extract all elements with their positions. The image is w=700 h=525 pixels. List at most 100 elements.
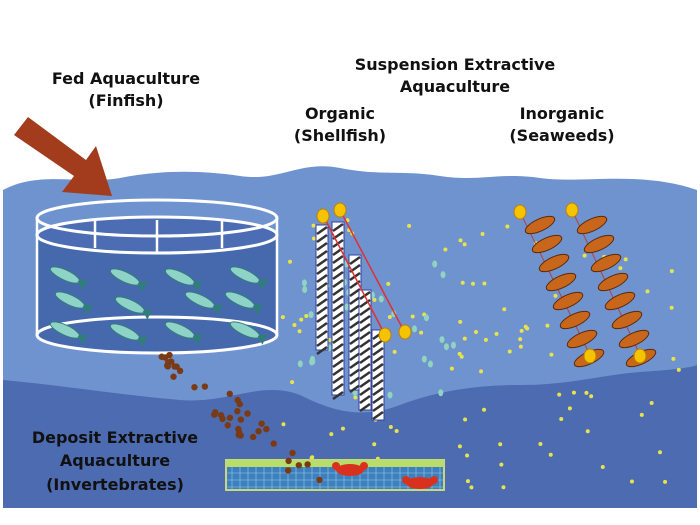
mussel-icon bbox=[316, 241, 328, 252]
organic-particle bbox=[432, 260, 438, 268]
organic-particle bbox=[427, 360, 433, 368]
organic-particle bbox=[302, 285, 308, 293]
seaweed-icon bbox=[552, 291, 584, 311]
nutrient-dot bbox=[669, 269, 674, 274]
mussel-icon bbox=[332, 326, 344, 337]
mussel-icon bbox=[316, 313, 328, 324]
salmon-icon bbox=[184, 291, 223, 315]
mussel-icon bbox=[316, 329, 328, 340]
suspension-aquaculture-label: Aquaculture bbox=[400, 77, 510, 96]
mussel-icon bbox=[359, 394, 371, 405]
mussel-icon bbox=[316, 345, 328, 356]
feces-dot bbox=[234, 408, 241, 415]
nutrient-dot bbox=[538, 441, 543, 446]
feed-arrow bbox=[14, 117, 112, 196]
nutrient-dot bbox=[292, 323, 297, 328]
fed-aquaculture-label: Fed Aquaculture bbox=[52, 69, 200, 88]
nutrient-dot bbox=[410, 314, 415, 319]
nutrient-dot bbox=[387, 315, 392, 320]
mussel-icon bbox=[316, 337, 328, 348]
nutrient-dot bbox=[584, 390, 589, 395]
salmon-icon bbox=[229, 266, 268, 290]
mussel-icon bbox=[349, 343, 361, 354]
mussel-icon bbox=[332, 390, 344, 401]
organic-particle bbox=[301, 279, 307, 287]
nutrient-dot bbox=[386, 281, 391, 286]
mussel-icon bbox=[359, 330, 371, 341]
mussel-icon bbox=[332, 318, 344, 329]
nutrient-dot bbox=[600, 464, 605, 469]
nutrient-dot bbox=[482, 281, 487, 286]
organic-particle bbox=[443, 343, 449, 351]
mussel-icon bbox=[359, 322, 371, 333]
nutrient-dot bbox=[465, 479, 470, 484]
nutrient-dot bbox=[465, 453, 470, 458]
mussel-icon bbox=[359, 314, 371, 325]
nutrient-dot bbox=[469, 485, 474, 490]
nutrient-dot bbox=[479, 369, 484, 374]
nutrient-dot bbox=[585, 429, 590, 434]
mussel-icon bbox=[349, 383, 361, 394]
feces-particles bbox=[158, 351, 323, 484]
salmon-icon bbox=[109, 268, 148, 292]
mussel-icon bbox=[332, 270, 344, 281]
salmon-icon bbox=[49, 266, 88, 290]
mussel-icon bbox=[332, 374, 344, 385]
mussel-icon bbox=[332, 382, 344, 393]
salmon-icon bbox=[164, 321, 203, 345]
organic-particle bbox=[344, 303, 350, 311]
mussel-icon bbox=[359, 378, 371, 389]
nutrient-dot bbox=[499, 462, 504, 467]
mussel-icon bbox=[372, 402, 384, 413]
feces-dot bbox=[191, 384, 198, 391]
organic-label: Organic bbox=[305, 104, 375, 123]
salmon-group bbox=[49, 266, 268, 347]
nutrient-dot bbox=[518, 337, 523, 342]
nutrient-dot bbox=[671, 356, 676, 361]
fish-tail bbox=[252, 303, 263, 315]
mussel-icon bbox=[332, 254, 344, 265]
nutrient-dot bbox=[629, 479, 634, 484]
mussel-icon bbox=[316, 257, 328, 268]
organic-particle bbox=[297, 360, 303, 368]
nutrient-dot bbox=[372, 297, 377, 302]
mussel-icon bbox=[372, 362, 384, 373]
mussel-icon bbox=[349, 255, 361, 266]
feces-dot bbox=[173, 363, 180, 370]
feces-dot bbox=[234, 396, 241, 404]
mussel-icon bbox=[372, 354, 384, 365]
nutrient-dot bbox=[618, 266, 623, 271]
invertebrates-label: (Invertebrates) bbox=[46, 475, 184, 494]
feces-dot bbox=[211, 411, 218, 418]
organic-particle bbox=[450, 341, 456, 349]
seaweeds-label: (Seaweeds) bbox=[509, 126, 614, 145]
mussel-icon bbox=[372, 386, 384, 397]
mussel-icon bbox=[332, 294, 344, 305]
shellfish-label: (Shellfish) bbox=[294, 126, 386, 145]
mussel-icon bbox=[372, 410, 384, 421]
mussel-icon bbox=[349, 359, 361, 370]
water-lower bbox=[3, 365, 697, 508]
nutrient-dot bbox=[443, 247, 448, 252]
mussel-icon bbox=[316, 233, 328, 244]
nutrient-dot bbox=[459, 354, 464, 359]
mussel-icon bbox=[332, 366, 344, 377]
fish-tail bbox=[137, 280, 148, 292]
nutrient-dot bbox=[290, 380, 295, 385]
salmon-icon bbox=[164, 268, 203, 292]
nutrient-dot bbox=[457, 444, 462, 449]
mussel-icon bbox=[332, 286, 344, 297]
nutrient-dot bbox=[501, 485, 506, 490]
mussel-icon bbox=[316, 265, 328, 276]
feces-dot bbox=[295, 462, 303, 469]
fish-tail bbox=[257, 333, 268, 345]
feces-dot bbox=[285, 457, 292, 465]
feces-dot bbox=[235, 429, 243, 436]
seaweed-icon bbox=[531, 234, 563, 254]
seaweed-icon bbox=[611, 310, 643, 330]
nutrient-dot bbox=[518, 344, 523, 349]
feces-dot bbox=[255, 428, 262, 435]
feces-dot bbox=[249, 433, 257, 441]
nutrient-dot bbox=[353, 395, 358, 400]
seaweed-icon bbox=[538, 253, 570, 273]
